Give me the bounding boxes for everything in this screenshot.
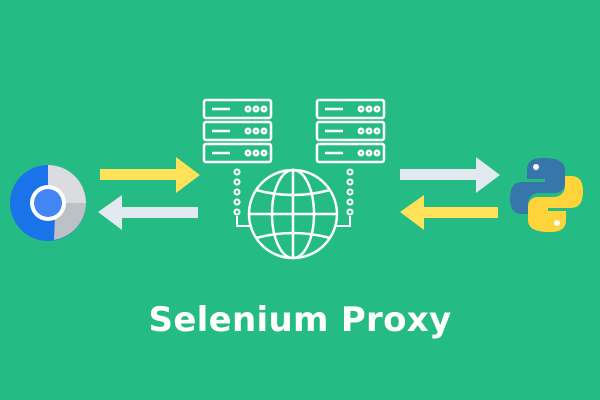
page-title: Selenium Proxy [148,300,452,340]
server-connection-right [335,168,354,227]
arrow-script-to-proxy [400,195,498,230]
python-logo-icon [510,158,583,232]
globe-icon [247,168,339,260]
server-rack-icon [315,98,386,164]
server-rack-icon [202,98,273,164]
arrow-proxy-to-browser [98,195,198,230]
chrome-logo-icon [10,165,86,241]
server-connection-left [233,168,252,227]
arrow-proxy-to-script [400,157,500,193]
arrow-browser-to-proxy [100,157,200,193]
